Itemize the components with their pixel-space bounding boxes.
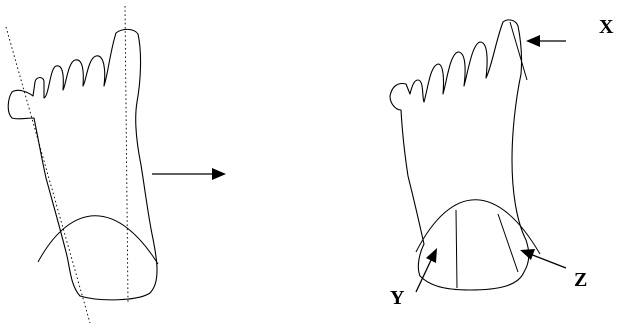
right-foot-heel-line-left xyxy=(455,209,458,289)
callout-x-arrow-head xyxy=(526,35,540,47)
callout-y: Y xyxy=(390,248,437,309)
callout-y-arrow-shaft xyxy=(415,257,433,293)
right-foot-heel-arc xyxy=(415,199,541,255)
transformation-arrow xyxy=(152,168,226,180)
transformation-arrow-head xyxy=(212,168,226,180)
callout-y-arrow-head xyxy=(426,248,437,263)
left-foot-axis-oblique xyxy=(5,26,91,324)
callout-z-arrow-shaft xyxy=(529,253,567,269)
left-foot-axis-vertical xyxy=(124,5,129,304)
right-foot-heel-line-right xyxy=(497,213,519,273)
label-z: Z xyxy=(574,269,587,291)
left-foot xyxy=(5,5,159,324)
right-foot-outline xyxy=(389,19,530,291)
right-foot xyxy=(389,19,541,291)
right-foot-toe-line xyxy=(509,21,528,81)
label-y: Y xyxy=(390,287,405,309)
callout-x: X xyxy=(526,16,614,47)
left-foot-outline xyxy=(7,28,158,301)
callout-z-arrow-head xyxy=(520,249,535,260)
left-foot-heel-arc xyxy=(37,215,159,265)
callout-z: Z xyxy=(520,249,587,291)
label-x: X xyxy=(599,16,614,38)
